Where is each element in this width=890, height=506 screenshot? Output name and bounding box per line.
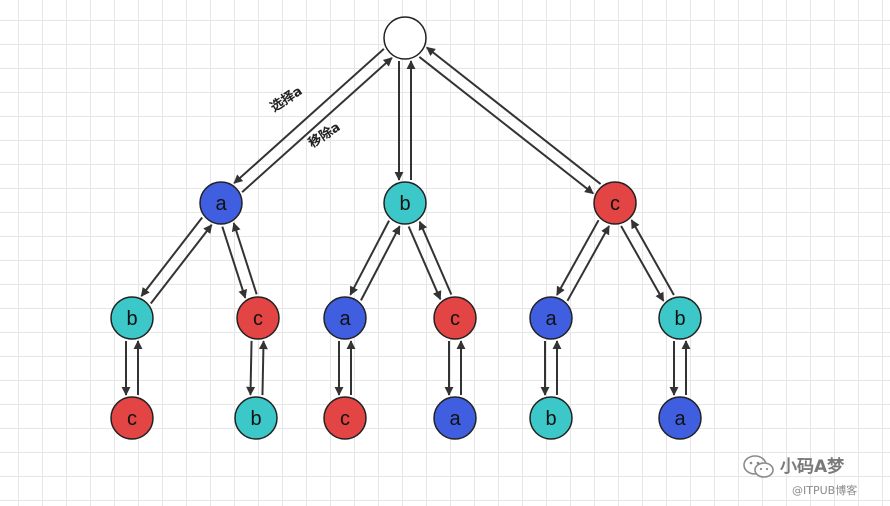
level3-node-0-label: c [127,408,137,430]
edge-l1-1-l2-2-down-arrow [349,220,390,296]
level2-node-5-circle [658,296,702,340]
level1-node-c-circle [593,181,637,225]
watermark: 小码A梦 @ITPUB博客 [740,450,888,504]
level3-node-5-label: a [674,408,686,430]
level2-node-1-label: c [253,308,263,330]
level2-node-1-circle [236,296,280,340]
level1-node-a-circle [199,181,243,225]
nodes-layer: a b c b c a c a b c b c a b a [110,16,702,440]
edges-layer [121,46,691,396]
level2-node-2-circle [323,296,367,340]
watermark-source: @ITPUB博客 [792,484,858,497]
level3-node-2: c [323,396,367,440]
level2-node-2-label: a [339,308,351,330]
level2-node-1: c [236,296,280,340]
level3-node-0: c [110,396,154,440]
level1-node-a-label: a [215,193,227,215]
level3-node-2-circle [323,396,367,440]
level3-node-1-label: b [250,408,261,430]
level3-node-3-label: a [449,408,461,430]
level2-node-5: b [658,296,702,340]
edge-l1-0-l2-1-down-arrow [221,226,248,299]
level1-node-c-label: c [610,193,620,215]
edge-root-c-up-arrow [426,46,602,185]
edge-l2-1-l3-1-down-arrow [246,340,256,396]
edge-l1-2-l2-5-down-arrow [620,225,665,302]
level1-node-a: a [199,181,243,225]
level1-node-b-label: b [399,193,410,215]
level2-node-0-circle [110,296,154,340]
edge-l1-2-l2-5-up-arrow [630,219,675,296]
edge-l1-2-l2-4-up-arrow [566,225,610,302]
root-node-circle [383,16,427,60]
level2-node-3-label: c [450,308,460,330]
level1-node-b: b [383,181,427,225]
level2-node-3-circle [433,296,477,340]
level3-node-4-circle [529,396,573,440]
edge-l1-2-l2-4-down-arrow [556,219,600,296]
level2-node-4-circle [529,296,573,340]
edge-root-c-down-arrow [418,56,594,195]
edge-l1-0-l2-0-down-arrow [140,216,203,297]
level3-node-1: b [234,396,278,440]
level2-node-4-label: a [545,308,557,330]
edge-l1-0-l2-1-up-arrow [231,222,258,295]
level3-node-0-circle [110,396,154,440]
level2-node-0: b [110,296,154,340]
level1-node-c: c [593,181,637,225]
level3-node-3: a [433,396,477,440]
edge-root-a-down-arrow [233,48,385,184]
level3-node-5-circle [658,396,702,440]
level3-node-2-label: c [340,408,350,430]
remove-a-label: 移除a [305,119,343,151]
level2-node-3: c [433,296,477,340]
edge-l1-1-l2-2-up-arrow [360,225,401,301]
edge-root-a-up-arrow [241,57,393,193]
select-a-label: 选择a [267,83,305,115]
level3-node-1-circle [234,396,278,440]
level2-node-5-label: b [674,308,685,330]
edge-l1-1-l2-3-up-arrow [418,220,453,295]
edge-l1-1-l2-3-down-arrow [407,226,442,301]
level3-node-4: b [529,396,573,440]
level2-node-4: a [529,296,573,340]
level2-node-0-label: b [126,308,137,330]
level3-node-3-circle [433,396,477,440]
edge-l1-0-l2-0-up-arrow [150,224,213,305]
root-node [383,16,427,60]
level1-node-b-circle [383,181,427,225]
edge-l2-1-l3-1-up-arrow [258,340,268,396]
level3-node-4-label: b [545,408,556,430]
level2-node-2: a [323,296,367,340]
level3-node-5: a [658,396,702,440]
wechat-icon [743,455,774,478]
watermark-brand: 小码A梦 [780,457,845,477]
